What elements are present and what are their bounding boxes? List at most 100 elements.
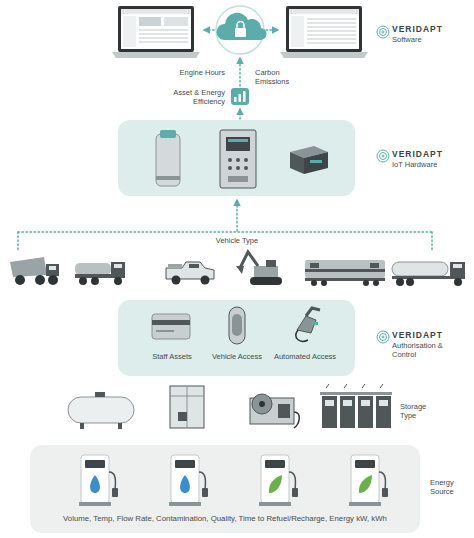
- row-label: Vehicle Type: [197, 236, 277, 245]
- metric-label: Asset & Energy Efficiency: [165, 88, 225, 106]
- laptop-illustration: [307, 18, 356, 20]
- brand-icon: [382, 31, 384, 33]
- cloud-icon: [216, 6, 267, 54]
- vehicle-tag: [229, 307, 245, 344]
- fuel-tank: [95, 392, 105, 397]
- tanker-truck: [392, 262, 448, 276]
- fuel-pump: [202, 488, 208, 497]
- measurement-list: Volume, Temp, Flow Rate, Contamination, …: [30, 514, 420, 523]
- locomotive: [305, 260, 385, 286]
- laptop-illustration: [121, 9, 191, 49]
- fuel-pump: [351, 455, 379, 503]
- laptop-illustration: [307, 30, 356, 32]
- fuel-pump: [265, 460, 285, 468]
- dotted-arrow: [17, 232, 19, 252]
- water-truck: [91, 277, 99, 285]
- locomotive: [310, 263, 319, 268]
- dump-truck: [10, 257, 47, 277]
- laptop-illustration: [280, 52, 368, 58]
- fuel-pump: [109, 472, 115, 490]
- metric-label: Engine Hours: [150, 68, 225, 77]
- fuel-pump: [259, 502, 291, 506]
- water-truck: [114, 264, 122, 268]
- hose-reel: [278, 404, 290, 418]
- row-label: Storage Type: [400, 402, 444, 420]
- locomotive: [363, 280, 369, 286]
- tank-container: [170, 386, 204, 428]
- excavator: [254, 266, 278, 277]
- laptop-illustration: [307, 34, 356, 36]
- locomotive: [311, 280, 317, 286]
- dump-truck: [10, 257, 59, 285]
- controller-unit: [220, 130, 256, 188]
- item-caption: Vehicle Access: [207, 352, 267, 361]
- brand-icon: [377, 150, 389, 162]
- locomotive: [305, 269, 385, 272]
- charging-units: [361, 400, 370, 406]
- fuel-pump: [79, 455, 118, 506]
- fuel-nozzle: [297, 316, 316, 333]
- charging-units: [325, 400, 334, 406]
- water-truck: [114, 277, 122, 285]
- tanker-truck: [396, 278, 404, 286]
- fuel-pump: [349, 502, 381, 506]
- section-title: Authorisation & Control: [392, 341, 444, 359]
- charging-units: [376, 396, 391, 428]
- brand-icon: [377, 331, 389, 343]
- brand-icon: [377, 26, 389, 38]
- telemetry-box: [290, 146, 328, 174]
- controller-unit: [228, 139, 248, 142]
- dump-truck: [48, 275, 58, 285]
- fuel-pump: [171, 455, 199, 503]
- tanker-truck: [406, 278, 414, 286]
- tanker-truck: [450, 262, 465, 276]
- water-truck: [79, 277, 87, 285]
- brand-icon: [380, 153, 387, 160]
- section-title: Software: [392, 35, 472, 44]
- fuel-pump: [85, 460, 105, 468]
- sensor-gateway: [160, 130, 176, 138]
- fuel-tank: [68, 392, 134, 429]
- brand-name: VERIDAPT: [392, 24, 472, 34]
- hose-reel: [252, 394, 272, 414]
- laptop-illustration: [164, 17, 188, 26]
- laptop-illustration: [118, 6, 194, 52]
- dotted-arrow: [431, 232, 433, 252]
- fuel-nozzle: [306, 308, 320, 316]
- item-caption: Staff Assets: [142, 352, 202, 361]
- telemetry-box: [290, 152, 304, 174]
- tanker-truck: [453, 264, 462, 268]
- brand-icon: [380, 29, 387, 36]
- excavator: [250, 277, 282, 285]
- excavator: [240, 252, 258, 268]
- fuel-pump: [175, 460, 195, 468]
- laptop-illustration: [139, 41, 188, 43]
- fuel-pump: [289, 472, 295, 490]
- locomotive: [370, 263, 379, 268]
- controller-unit: [228, 176, 248, 182]
- fuel-pump: [261, 455, 289, 503]
- energy-band: Energy SourceVolume, Temp, Flow Rate, Co…: [30, 445, 420, 533]
- sensor-gateway: [156, 176, 180, 180]
- water-truck: [111, 262, 125, 275]
- dump-truck: [46, 264, 59, 276]
- fuel-pump: [349, 455, 388, 506]
- laptop-illustration: [139, 29, 188, 31]
- tanker-truck: [454, 278, 462, 286]
- tanker-truck: [392, 262, 465, 286]
- staff-card: [152, 314, 190, 339]
- laptop-illustration: [307, 26, 356, 28]
- charging-units: [340, 396, 355, 428]
- section-title: IoT Hardware: [392, 160, 472, 169]
- fuel-pump: [359, 475, 372, 493]
- laptop-illustration: [307, 22, 356, 24]
- fuel-pump: [169, 502, 201, 506]
- fuel-pump: [259, 455, 298, 506]
- water-truck: [75, 262, 125, 285]
- utility-vehicle: [172, 276, 181, 285]
- brand-icon: [382, 336, 384, 338]
